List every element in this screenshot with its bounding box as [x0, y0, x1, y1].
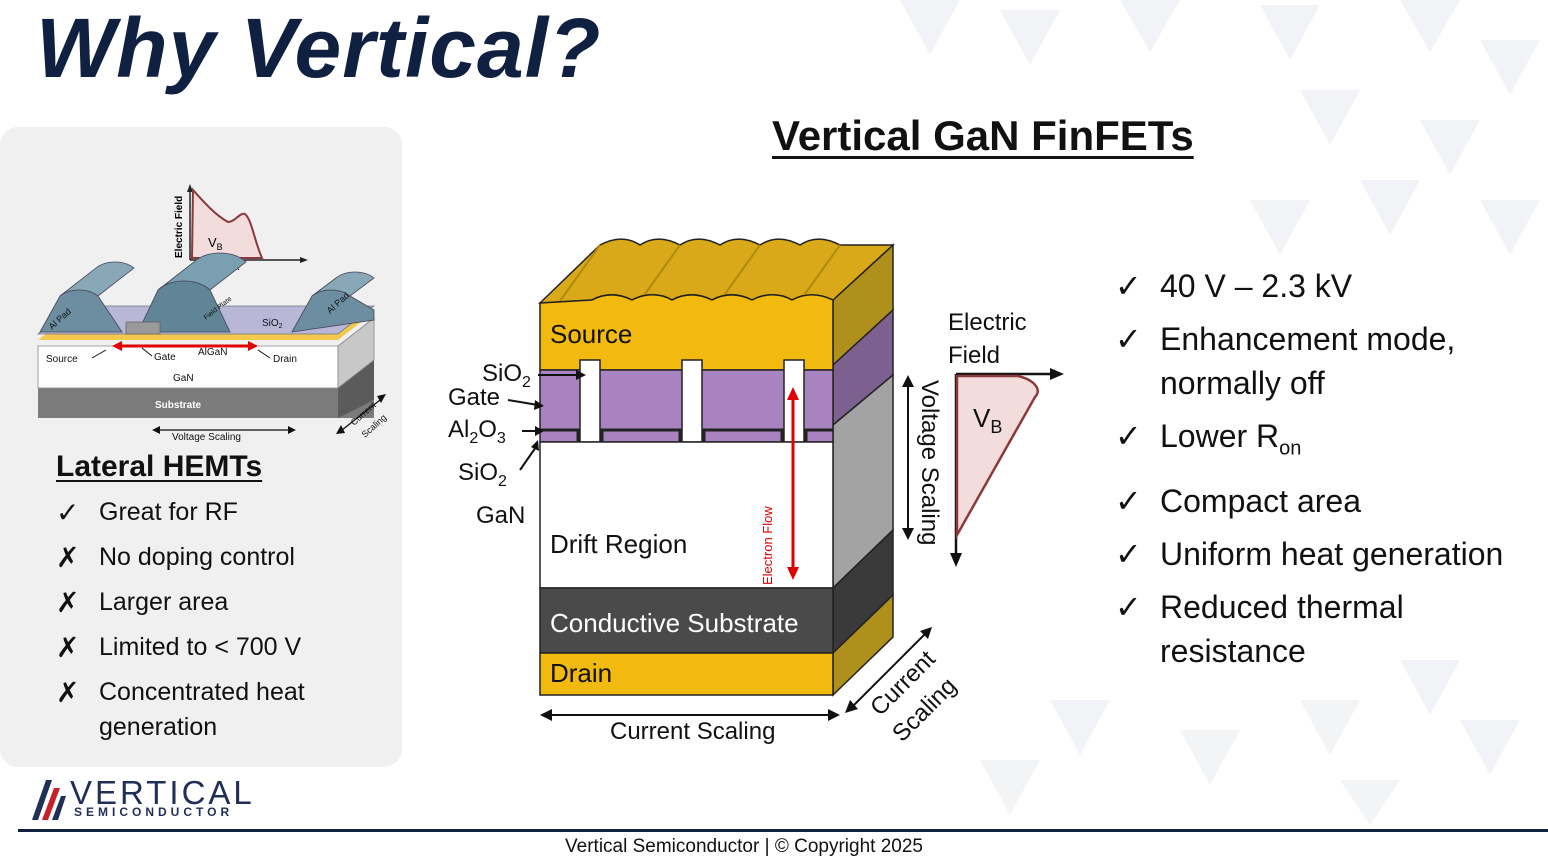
cross-icon: ✗	[56, 677, 80, 708]
lateral-sio2-label: SiO2	[262, 318, 283, 330]
vertical-finfet-diagram: Source Drift Region Conductive Substrate…	[448, 238, 1064, 747]
drift-region-label: Drift Region	[550, 529, 687, 559]
source-layer	[539, 294, 834, 371]
lateral-substrate-label: Substrate	[155, 400, 202, 411]
check-icon: ✓	[1115, 589, 1142, 626]
list-item-text: Limited to < 700 V	[99, 633, 302, 661]
check-icon: ✓	[56, 497, 80, 528]
footer-copyright: Vertical Semiconductor | © Copyright 202…	[565, 836, 923, 857]
lateral-substrate-layer	[38, 360, 374, 418]
gate-label: Gate	[448, 384, 500, 411]
logo-wordmark: VERTICAL	[70, 774, 255, 811]
vertical-list: ✓ 40 V – 2.3 kV ✓ Enhancement mode, normal…	[1115, 264, 1545, 682]
lateral-current-arrow	[341, 399, 381, 431]
check-icon: ✓	[1115, 418, 1142, 454]
cross-icon: ✗	[56, 542, 80, 573]
lateral-axis-y-label: Electric Field	[174, 196, 185, 258]
source-top-face	[538, 238, 895, 304]
current-scaling-bottom-label: Current Scaling	[610, 718, 775, 745]
list-item-text: Enhancement mode, normally off	[1160, 321, 1456, 401]
list-item: ✗ No doping control	[56, 540, 386, 575]
electron-flow-label: Electron Flow	[760, 506, 775, 585]
check-icon: ✓	[1115, 536, 1142, 573]
sio2-top-label: SiO2	[482, 360, 531, 391]
source-label: Source	[550, 319, 632, 349]
lateral-gan-label: GaN	[173, 373, 194, 384]
current-scaling-side-arrow	[851, 632, 927, 708]
list-item-text: Reduced thermal resistance	[1160, 589, 1404, 670]
list-item: ✓ Compact area	[1115, 479, 1545, 523]
lateral-hemt-diagram: Electric Field x VB Al Pad Al Pad Field …	[36, 184, 388, 443]
footer-divider	[18, 829, 1548, 832]
cross-icon: ✗	[56, 632, 80, 663]
logo-mark-icon	[32, 780, 66, 820]
check-icon: ✓	[1115, 483, 1142, 520]
list-item: ✓ 40 V – 2.3 kV	[1115, 264, 1545, 308]
lateral-gate-metal	[125, 321, 161, 335]
list-item: ✓ Uniform heat generation	[1115, 532, 1545, 576]
al2o3-label: Al2O3	[448, 416, 506, 447]
lateral-drain-label: Drain	[273, 354, 297, 365]
conductive-substrate-label: Conductive Substrate	[550, 608, 799, 638]
list-item-text: Lower Ron	[1160, 418, 1302, 460]
list-item: ✓ Great for RF	[56, 495, 386, 530]
lateral-heading: Lateral HEMTs	[56, 450, 263, 483]
list-item: ✗ Larger area	[56, 585, 386, 620]
slide-title: Why Vertical?	[36, 1, 602, 95]
conductive-substrate	[539, 587, 834, 654]
list-item-text: Concentrated heat generation	[99, 678, 305, 741]
drain-label: Drain	[550, 658, 612, 688]
list-item-text: Uniform heat generation	[1160, 536, 1504, 573]
list-item-text: No doping control	[99, 543, 295, 571]
list-item: ✗ Concentrated heat generation	[56, 675, 386, 745]
vertical-vb-label: VB	[973, 403, 1002, 437]
vertical-heading: Vertical GaN FinFETs	[772, 112, 1194, 159]
list-item: ✗ Limited to < 700 V	[56, 630, 386, 665]
check-icon: ✓	[1115, 321, 1142, 357]
fins	[579, 359, 805, 443]
list-item: ✓ Reduced thermal resistance	[1115, 585, 1545, 673]
lateral-vb-label: VB	[208, 235, 223, 252]
lateral-device: Al Pad Al Pad Field Plate SiO2 Source Ga…	[36, 252, 388, 443]
list-item-text: Larger area	[99, 588, 229, 616]
cross-icon: ✗	[56, 587, 80, 618]
voltage-scaling-label: Voltage Scaling	[916, 380, 943, 545]
lateral-field-plot: Electric Field x VB	[174, 184, 308, 273]
vertical-field-curve	[955, 374, 1039, 540]
lateral-voltage-label: Voltage Scaling	[172, 432, 241, 443]
lateral-gate-label: Gate	[154, 352, 176, 363]
list-item: ✓ Enhancement mode, normally off	[1115, 317, 1545, 405]
list-item-text: Great for RF	[99, 498, 238, 526]
lateral-algan-label: AlGaN	[198, 347, 227, 358]
electric-label: Electric	[948, 309, 1027, 336]
drain-layer	[539, 652, 834, 696]
sio2-bottom-label: SiO2	[458, 459, 507, 490]
gan-label: GaN	[476, 502, 525, 529]
field-label: Field	[948, 342, 1000, 369]
lateral-field-curve	[190, 187, 264, 259]
check-icon: ✓	[1115, 268, 1142, 304]
drift-region	[539, 441, 834, 589]
list-item: ✓ Lower Ron	[1115, 414, 1545, 470]
company-logo: VERTICAL SEMICONDUCTOR	[28, 774, 252, 822]
logo-subtitle: SEMICONDUCTOR	[74, 805, 234, 819]
list-item-text: Compact area	[1160, 483, 1361, 520]
lateral-source-label: Source	[46, 354, 78, 365]
lateral-list: ✓ Great for RF ✗ No doping control ✗ Larger…	[56, 495, 386, 755]
list-item-text: 40 V – 2.3 kV	[1160, 268, 1353, 304]
